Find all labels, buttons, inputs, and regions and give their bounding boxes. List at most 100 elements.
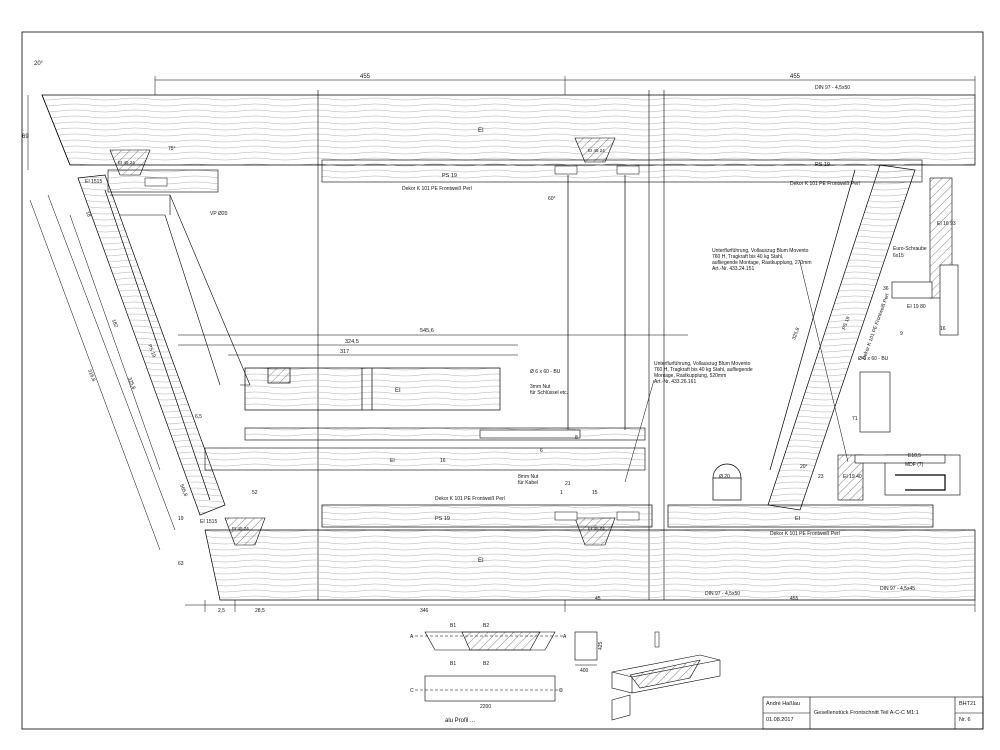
label-euro: Euro-Schraube xyxy=(893,246,927,252)
label-ei19-40: EI 19 40 xyxy=(843,474,862,480)
dim-19: 19 xyxy=(178,516,184,522)
right-diagonal-leg xyxy=(767,164,916,511)
dovetail-block-3 xyxy=(224,517,266,546)
dim-5456: 545,6 xyxy=(420,328,434,334)
dovetail-block-1 xyxy=(109,149,151,176)
title-sheet: Nr. 6 xyxy=(959,717,971,723)
label-b2: B2 xyxy=(483,623,489,629)
label-ei-top: EI xyxy=(478,128,484,134)
left-diagonal-leg xyxy=(77,174,226,516)
label-ps19-diag: PS 19 xyxy=(146,344,157,359)
dim-2200: 2200 xyxy=(480,704,491,710)
thin-profile xyxy=(654,631,660,648)
dim-65: 6,5 xyxy=(195,414,202,420)
mid-shelves xyxy=(204,427,646,471)
top-panel xyxy=(41,94,976,166)
dim-317: 317 xyxy=(340,349,349,355)
label-v8: 8 xyxy=(575,435,578,441)
square-detail xyxy=(574,631,598,666)
label-mdf: MDF (7) xyxy=(905,462,924,468)
dim-21: 21 xyxy=(565,481,571,487)
dim-455c: 455 xyxy=(790,596,799,602)
dim-346: 346 xyxy=(420,608,429,614)
label-dekor-2: Dekor K 101 PE Frontweiß Perl xyxy=(790,181,860,187)
label-dekor-4: Dekor K 101 PE Frontweiß Perl xyxy=(770,531,840,537)
bottom-panel xyxy=(204,504,976,601)
round-profile xyxy=(712,463,742,501)
drawer-dims xyxy=(178,334,688,356)
dim-20-ang: 20° xyxy=(800,464,808,470)
label-ei-drawer: EI xyxy=(395,388,401,394)
label-din-bot2: DIN 97 - 4,5x45 xyxy=(880,586,915,592)
dim-52: 52 xyxy=(252,490,258,496)
label-blum-mid-4: Art.-Nr. 433.26.161 xyxy=(654,379,696,385)
isometric-sketch xyxy=(611,654,721,721)
label-ps19-bottom: PS 19 xyxy=(435,516,450,522)
label-ei-16-ei: EI xyxy=(390,458,395,464)
label-nut3-b: für Schlüssel etc. xyxy=(530,390,568,396)
label-ei19-80: EI 19 80 xyxy=(907,304,926,310)
label-dia20: Ø 20 xyxy=(719,474,730,480)
dim-455-a: 455 xyxy=(360,74,371,80)
dim-285: 28,5 xyxy=(255,608,265,614)
central-post xyxy=(567,175,626,430)
label-din-bot1: DIN 97 - 4,5x50 xyxy=(705,591,740,597)
bottom-dimension-lines xyxy=(185,600,976,612)
label-ei45-c: EI 45 24 xyxy=(232,526,249,531)
label-sec-a2: A xyxy=(563,634,567,640)
dim-45: 45 xyxy=(595,596,601,602)
dim-15: 15 xyxy=(592,490,598,496)
dim-5658: 565,8 xyxy=(178,484,188,498)
label-hatch: alu Profil ... xyxy=(445,718,475,724)
label-din-top: DIN 97 - 4,5x50 xyxy=(815,85,850,91)
label-b1: B1 xyxy=(450,623,456,629)
label-vp: VP Ø20 xyxy=(210,211,228,217)
label-ei1515-b: EI 1515 xyxy=(200,519,217,525)
section-detail-bottom xyxy=(415,675,565,702)
label-screw-bu-a: Ø 6 x 60 - BU xyxy=(530,369,561,375)
dim-36: 36 xyxy=(883,286,889,292)
label-nut8-b: für Kabel xyxy=(518,480,538,486)
sheet-border xyxy=(21,31,984,730)
label-blum-mid-3: Montage, Rastkupplung, 520mm xyxy=(654,373,726,379)
dim-71: 71 xyxy=(852,416,858,422)
dim-69: 69 xyxy=(22,134,29,140)
dim-angle-20: 20° xyxy=(34,61,44,67)
label-sec-c2: C xyxy=(559,688,563,694)
label-ps19-r: PS 19 xyxy=(841,316,851,331)
label-blum-right-2: 760 H, Tragkraft bis 40 kg Stahl, xyxy=(712,254,783,260)
dim-9: 9 xyxy=(900,331,903,337)
label-e10: E10,5 xyxy=(908,453,921,459)
label-euro-size: 6x15 xyxy=(893,253,904,259)
label-blum-mid-1: Unterflurführung, Vollauszug Blum Movent… xyxy=(654,361,751,367)
dim-3258: 325,8 xyxy=(126,377,136,391)
title-block xyxy=(762,696,984,730)
dim-18: 18 xyxy=(84,211,92,219)
label-blum-right-3: aufliegende Montage, Rastkupplung, 270mm xyxy=(712,260,812,266)
dovetail-block-4 xyxy=(574,517,616,546)
left-diagonal-dims xyxy=(29,194,176,551)
dim-182: 182 xyxy=(110,319,119,329)
label-nut8: 8mm Nut xyxy=(518,474,539,480)
section-detail-top xyxy=(415,631,565,651)
label-dekor-3: Dekor K 101 PE Frontweiß Perl xyxy=(435,496,505,502)
label-ei-16: 16 xyxy=(440,458,446,464)
label-ps19-b: PS 19 xyxy=(815,162,830,168)
title-author: André Haßlau xyxy=(766,701,800,707)
dim-angle-60: 60° xyxy=(548,196,556,202)
label-screw-bu-b: Ø 6 x 60 - BU xyxy=(858,356,889,362)
dim-6: 6 xyxy=(540,448,543,454)
label-ei16-93: EI 16 93 xyxy=(937,221,956,227)
title-code: BHT21 xyxy=(959,701,977,707)
label-sec-a: A xyxy=(410,634,414,640)
title-main: Gesellenstück Frontschnitt Teil A-C-C M1… xyxy=(814,710,919,716)
label-blum-right-1: Unterflurführung, Vollauszug Blum Movent… xyxy=(712,248,809,254)
label-blum-mid-2: 760 H, Tragkraft bis 40 kg Stahl, auflie… xyxy=(654,367,753,373)
dim-25: 2,5 xyxy=(218,608,225,614)
dowels-top xyxy=(144,165,640,187)
dim-455-b: 455 xyxy=(790,74,801,80)
top-dimension-lines xyxy=(27,76,976,170)
dim-3258-r: 325,8 xyxy=(791,327,801,341)
right-side-profile xyxy=(837,177,961,501)
